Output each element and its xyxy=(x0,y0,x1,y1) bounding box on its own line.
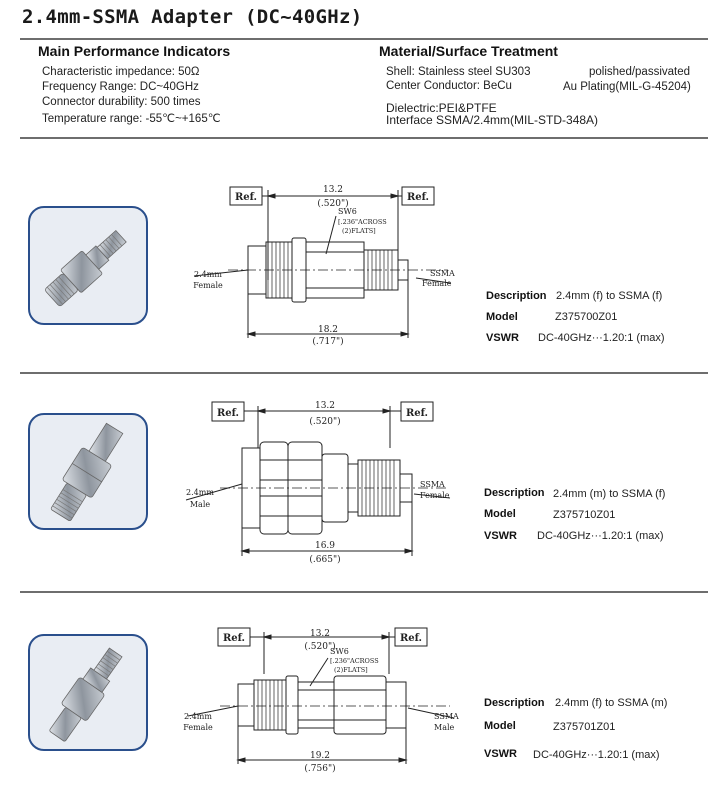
right-end-type: SSMA xyxy=(420,480,445,489)
bottom-dim-in: (.756") xyxy=(304,763,335,774)
product-3-vswr-label: VSWR xyxy=(484,748,517,760)
spec-frequency: Frequency Range: DC~40GHz xyxy=(42,81,199,93)
sw-label: SW6 xyxy=(330,647,349,656)
right-end-gender: Female xyxy=(422,279,452,288)
page-title: 2.4mm-SSMA Adapter (DC~40GHz) xyxy=(22,6,363,28)
right-end-type: SSMA xyxy=(430,269,455,278)
material-center-finish: Au Plating(MIL-G-45204) xyxy=(563,81,691,93)
product-1-model-label: Model xyxy=(486,311,518,323)
ref-left-label: Ref. xyxy=(235,192,257,203)
product-3-description: 2.4mm (f) to SSMA (m) xyxy=(555,697,668,709)
ref-right-label: Ref. xyxy=(400,633,422,644)
top-dim-mm: 13.2 xyxy=(310,629,330,639)
bottom-dim-mm: 19.2 xyxy=(310,751,330,761)
right-end-gender: Male xyxy=(434,723,455,732)
section-divider-1 xyxy=(20,137,708,139)
product-1-model: Z375700Z01 xyxy=(555,311,618,323)
spec-impedance: Characteristic impedance: 50Ω xyxy=(42,66,200,78)
material-heading: Material/Surface Treatment xyxy=(379,43,558,59)
product-3-description-label: Description xyxy=(484,697,545,709)
ref-right-label: Ref. xyxy=(406,408,428,419)
ref-left-label: Ref. xyxy=(223,633,245,644)
product-2-photo xyxy=(28,413,148,530)
left-end-gender: Female xyxy=(193,281,223,290)
bottom-dim-in: (.665") xyxy=(309,554,340,565)
product-2-model: Z375710Z01 xyxy=(553,509,616,521)
product-1-description: 2.4mm (f) to SSMA (f) xyxy=(556,290,663,302)
top-dim-mm: 13.2 xyxy=(323,185,343,195)
product-2-description: 2.4mm (m) to SSMA (f) xyxy=(553,488,666,500)
left-end-gender: Female xyxy=(183,723,213,732)
product-1-photo xyxy=(28,206,148,325)
sw-flats: (2)FLATS] xyxy=(342,227,376,235)
product-3-vswr: DC-40GHz···1.20:1 (max) xyxy=(533,749,660,761)
right-end-type: SSMA xyxy=(434,712,459,721)
material-shell-finish: polished/passivated xyxy=(589,66,691,78)
product-3-model: Z375701Z01 xyxy=(553,721,616,733)
bottom-dim-mm: 18.2 xyxy=(318,325,338,335)
product-3-model-label: Model xyxy=(484,720,516,732)
ref-left-label: Ref. xyxy=(217,408,239,419)
section-divider-3 xyxy=(20,591,708,593)
sw-across: [.236"ACROSS xyxy=(338,218,387,226)
product-2-drawing: Ref. Ref. 13.2 (.520") 2.4mm Male SSMA F… xyxy=(185,401,451,565)
product-2-description-label: Description xyxy=(484,487,545,499)
product-2-vswr-label: VSWR xyxy=(484,530,517,542)
material-center: Center Conductor: BeCu xyxy=(386,80,512,92)
left-end-gender: Male xyxy=(190,500,211,509)
product-1-description-label: Description xyxy=(486,290,547,302)
section-divider-2 xyxy=(20,372,708,374)
spec-temperature: Temperature range: -55℃~+165℃ xyxy=(42,113,221,125)
top-dim-mm: 13.2 xyxy=(315,401,335,411)
bottom-dim-mm: 16.9 xyxy=(315,541,335,551)
top-dim-in: (.520") xyxy=(317,198,348,209)
adapter-photo-icon xyxy=(49,647,123,742)
sw-label: SW6 xyxy=(338,207,357,216)
material-dielectric: Dielectric:PEI&PTFE xyxy=(386,101,497,115)
bottom-dim-in: (.717") xyxy=(312,336,343,347)
product-1-drawing: Ref. Ref. 13.2 (.520") SW6 [.236"ACROSS … xyxy=(193,185,455,347)
product-3-photo xyxy=(28,634,148,751)
adapter-photo-icon xyxy=(50,422,124,522)
top-dim-in: (.520") xyxy=(304,641,335,652)
header-divider xyxy=(20,38,708,40)
product-2-model-label: Model xyxy=(484,508,516,520)
left-end-size: 2.4mm xyxy=(194,270,222,279)
spec-durability: Connector durability: 500 times xyxy=(42,96,201,108)
adapter-photo-icon xyxy=(45,229,127,307)
ref-right-label: Ref. xyxy=(407,192,429,203)
product-1-vswr-label: VSWR xyxy=(486,332,519,344)
material-shell: Shell: Stainless steel SU303 xyxy=(386,66,531,78)
product-1-vswr: DC-40GHz···1.20:1 (max) xyxy=(538,332,665,344)
left-end-size: 2.4mm xyxy=(186,488,214,497)
material-interface: Interface SSMA/2.4mm(MIL-STD-348A) xyxy=(386,113,599,127)
sw-across: [.236"ACROSS xyxy=(330,657,379,665)
product-3-drawing: Ref. Ref. 13.2 (.520") SW6 [.236"ACROSS … xyxy=(183,627,459,774)
performance-heading: Main Performance Indicators xyxy=(38,43,231,59)
sw-flats: (2)FLATS] xyxy=(334,666,368,674)
top-dim-in: (.520") xyxy=(309,416,340,427)
right-end-gender: Female xyxy=(420,491,450,500)
product-2-vswr: DC-40GHz···1.20:1 (max) xyxy=(537,530,664,542)
left-end-size: 2.4mm xyxy=(184,712,212,721)
